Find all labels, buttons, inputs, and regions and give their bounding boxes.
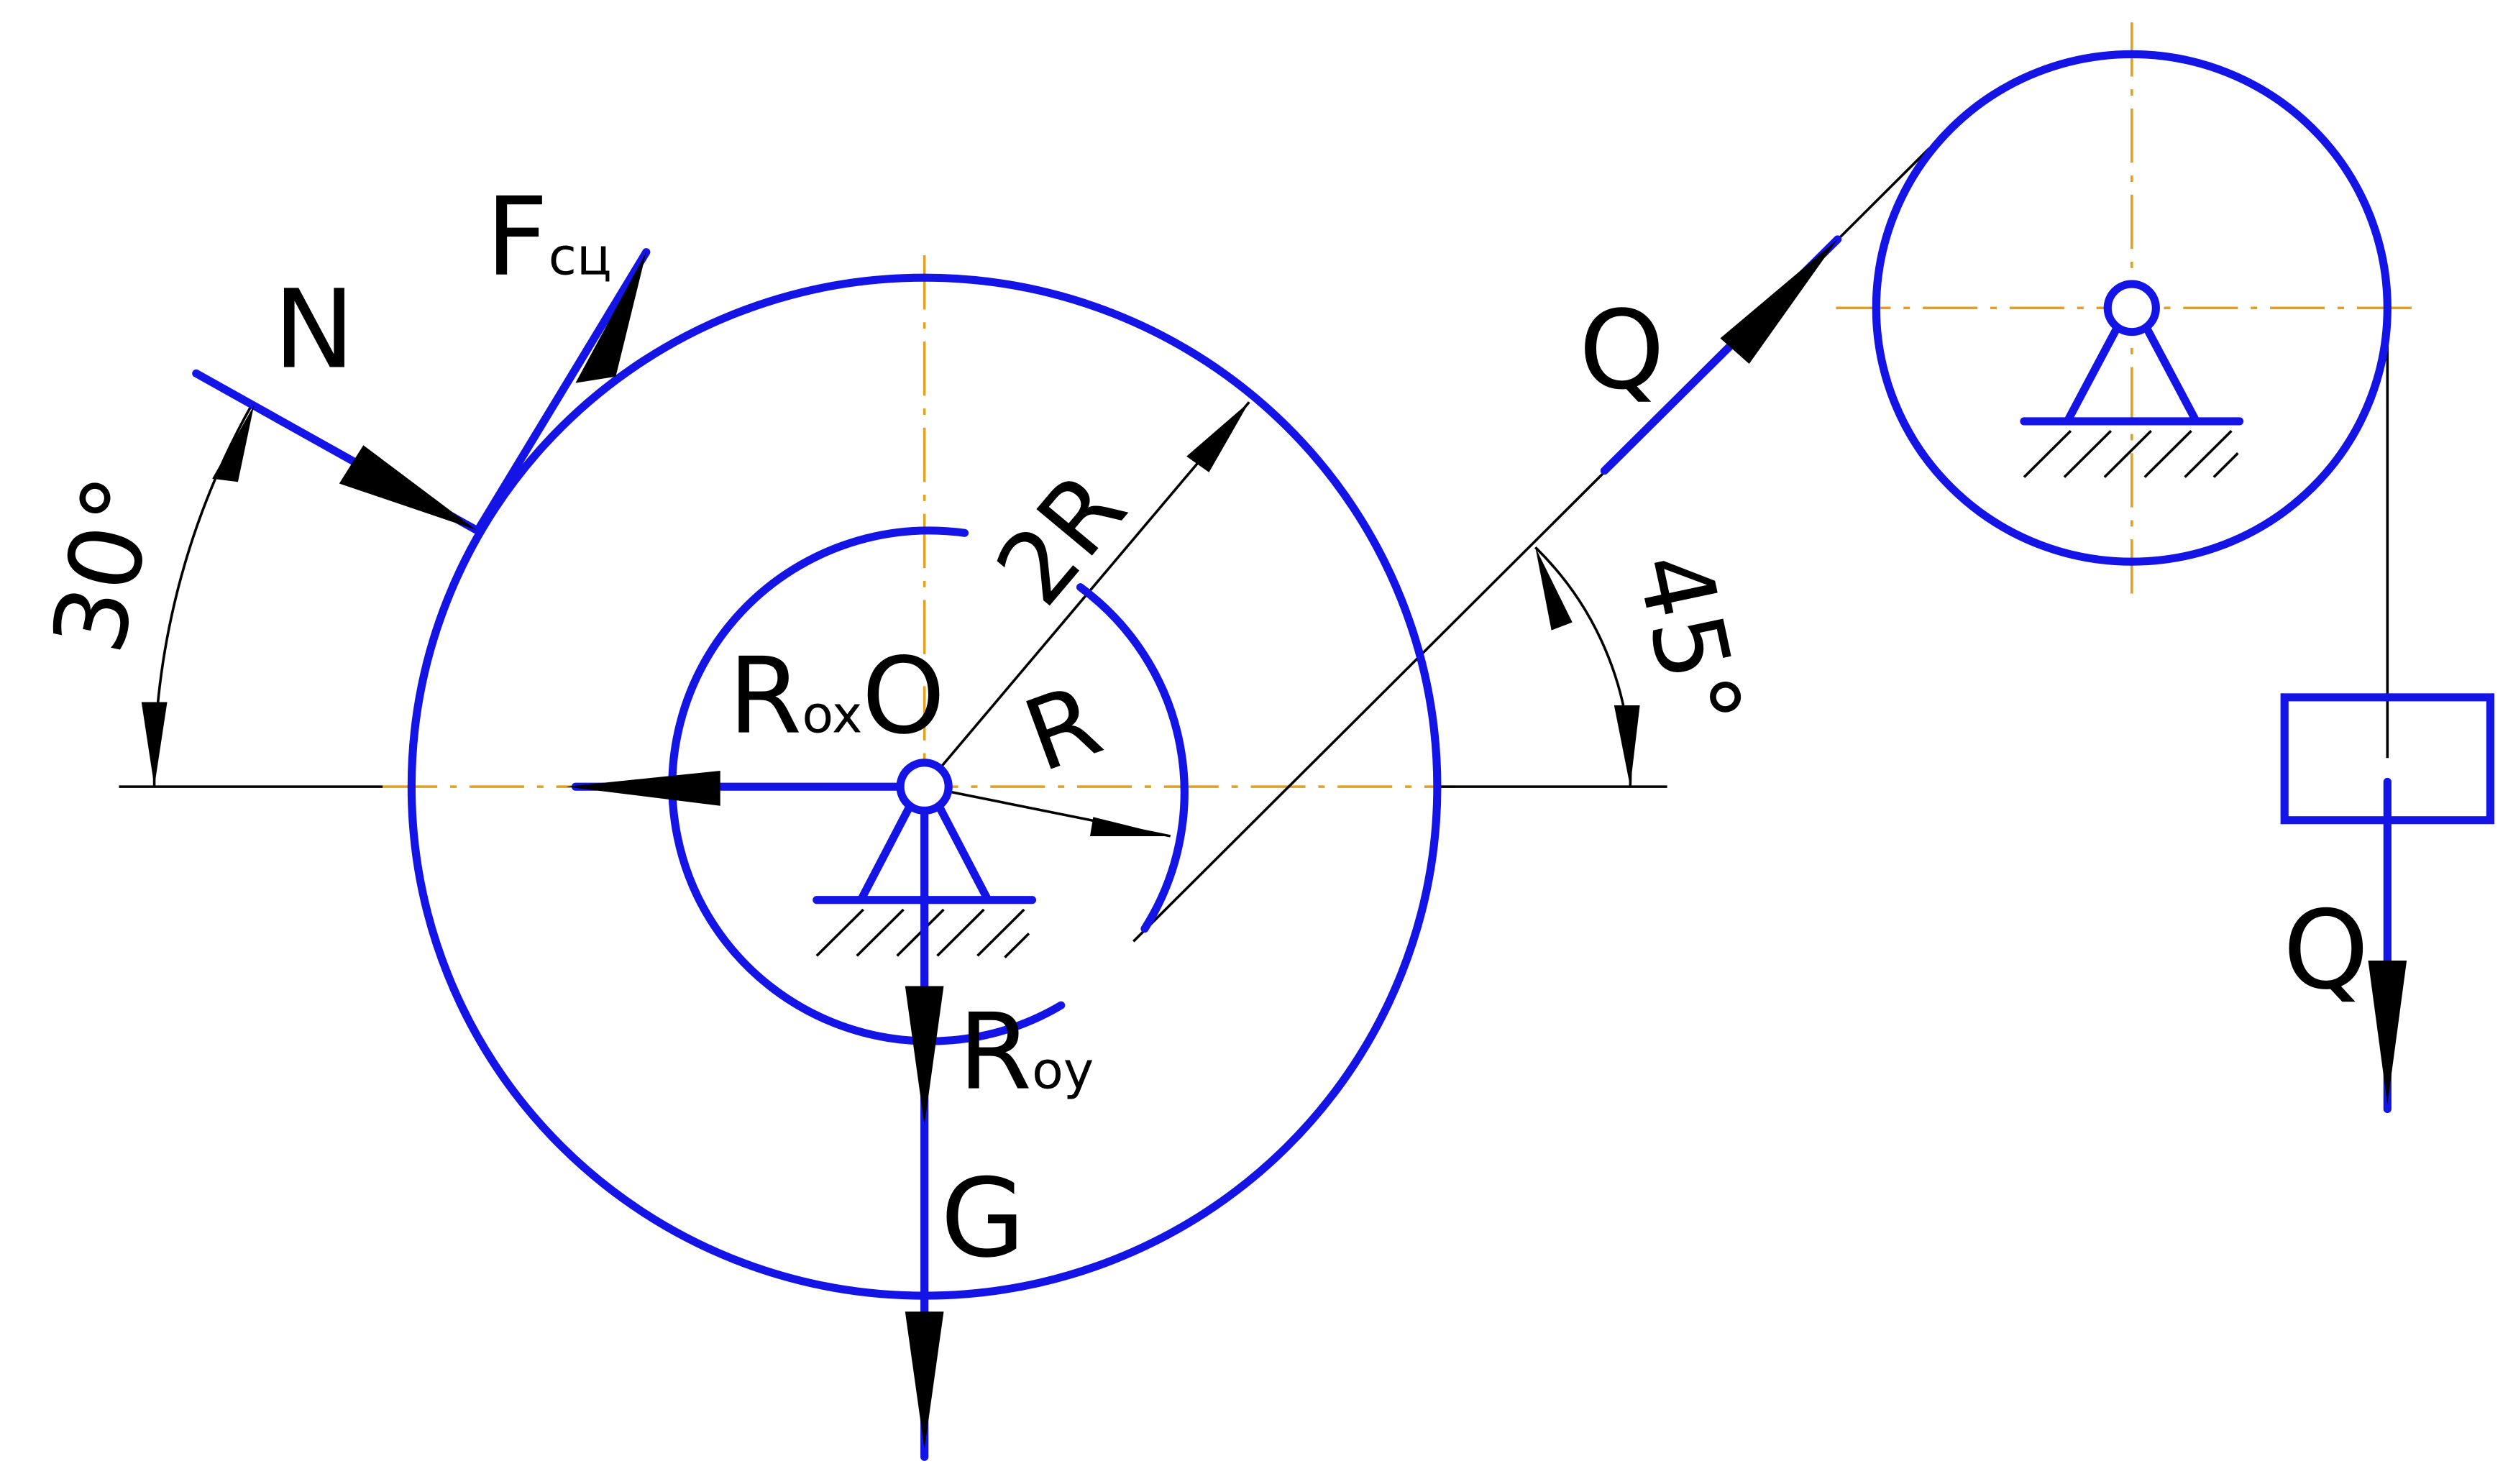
force-F-shaft	[475, 248, 651, 533]
label-R: R	[1010, 663, 1115, 794]
center-lines	[383, 22, 2425, 1053]
labels: N Fсц O Rox Roy G Q Q 2R R 30° 45°	[30, 173, 2369, 1281]
label-Q-load: Q	[2283, 887, 2369, 1013]
arrowhead-R	[1089, 817, 1171, 836]
label-F-cc: Fсц	[485, 173, 611, 300]
pulley-support	[2020, 280, 2244, 478]
label-2R: 2R	[974, 452, 1148, 626]
bodies	[407, 50, 2494, 1300]
drum-pin	[896, 759, 953, 815]
pulley-ground-hatch	[2023, 429, 2239, 478]
arrowhead-N	[339, 445, 476, 530]
arrowhead-angle45-bottom	[1614, 705, 1640, 787]
pulley-circle	[1872, 50, 2392, 566]
arrowhead-Roy	[905, 986, 944, 1125]
label-Q-rope: Q	[1579, 287, 1665, 413]
label-angle-30: 30°	[30, 467, 180, 662]
arrowhead-Rox	[566, 770, 720, 806]
arrowhead-Q-rope	[1720, 239, 1838, 365]
pulley-pin	[2103, 280, 2160, 336]
label-Rox: Rox	[728, 635, 862, 757]
arrowhead-Q-load	[2368, 961, 2407, 1104]
arrowhead-angle45-top	[1535, 547, 1573, 631]
drum-ground-hatch	[815, 908, 1030, 958]
arrowhead-G	[905, 1311, 944, 1449]
arrowhead-angle30-bottom	[141, 702, 168, 787]
drum-inner-circle	[668, 526, 1189, 1045]
label-G: G	[941, 1155, 1025, 1281]
label-N: N	[273, 266, 355, 393]
arrowhead-2R	[1186, 402, 1250, 472]
arrowhead-angle30-top	[212, 405, 255, 482]
label-Roy: Roy	[958, 991, 1094, 1113]
label-O: O	[861, 635, 945, 757]
